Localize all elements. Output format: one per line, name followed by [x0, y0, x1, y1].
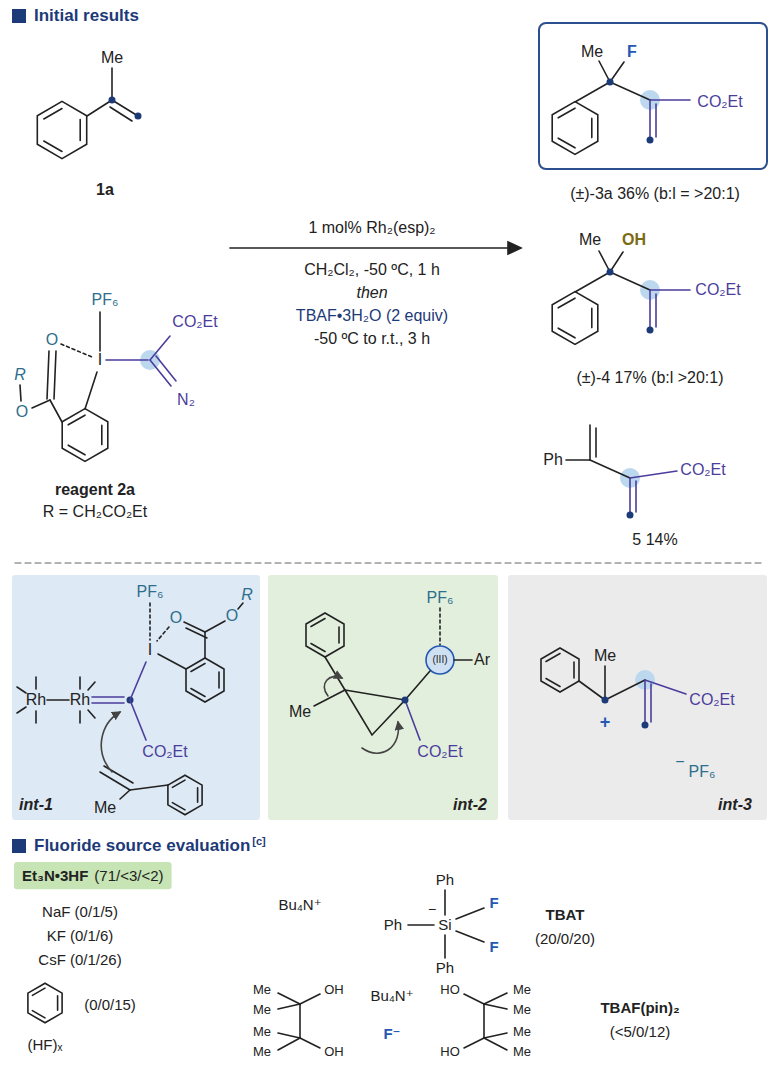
atom-label: O — [46, 331, 58, 349]
atom-label: OH — [324, 983, 344, 998]
atom-label: O — [226, 607, 238, 625]
box-fill — [268, 575, 498, 820]
compound-caption: (±)-3a 36% (b:l = >20:1) — [570, 185, 740, 203]
reagent-name: TBAT — [546, 906, 585, 923]
compound-caption: (±)-4 17% (b:l >20:1) — [576, 369, 723, 387]
atom-label: Ar — [474, 651, 490, 669]
fluoride-source: NaF (0/1/5) — [42, 903, 118, 920]
atom-label: HO — [440, 1045, 460, 1060]
heading-bullet — [12, 839, 26, 853]
compound-number: 1a — [96, 181, 114, 199]
atom-label: PF₆ — [92, 291, 119, 309]
fluoride-source: CsF (0/1/26) — [38, 951, 121, 968]
atom-label: F — [489, 894, 498, 911]
box-fill — [12, 575, 260, 820]
atom-label: R — [241, 586, 253, 604]
atom-label: − — [675, 753, 684, 771]
atom-label: Me — [253, 983, 271, 998]
atom-label: F⁻ — [383, 1025, 400, 1042]
condition: -50 ºC to r.t., 3 h — [314, 330, 430, 348]
atom-label: Me — [253, 1003, 271, 1018]
atom-label: CO₂Et — [689, 691, 734, 709]
atom-label: Me — [581, 43, 603, 61]
atom-label: Me — [253, 1045, 271, 1060]
substituent-note: R = CH₂CO₂Et — [43, 503, 147, 521]
reagent-box: Et₃N•3HF (71/<3/<2) — [14, 862, 172, 889]
atom-label: Rh — [26, 691, 46, 709]
atom-label: Bu₄N⁺ — [278, 896, 321, 913]
atom-label: Ph — [384, 916, 402, 933]
yield-ratio: (71/<3/<2) — [94, 867, 163, 884]
atom-label: Me — [594, 647, 616, 665]
atom-label: Me — [101, 49, 123, 67]
atom-label: Ph — [436, 871, 454, 888]
fluoride-source: KF (0/1/6) — [47, 927, 114, 944]
atom-label: CO₂Et — [680, 461, 725, 479]
atom-label: PF₆ — [137, 583, 164, 601]
compound-caption: 5 14% — [632, 531, 677, 549]
atom-label: − — [428, 901, 436, 917]
atom-label: Bu₄N⁺ — [370, 987, 413, 1004]
atom-label: PF₆ — [427, 589, 454, 607]
atom-label: Me — [289, 703, 311, 721]
compound-number: reagent 2a — [55, 481, 135, 499]
atom-label: CO₂Et — [417, 743, 462, 761]
atom-label: Si — [438, 916, 451, 933]
atom-label: Me — [513, 1025, 531, 1040]
condition: CH₂Cl₂, -50 ºC, 1 h — [304, 261, 440, 279]
atom-label: Me — [253, 1025, 271, 1040]
intermediate-label: int-1 — [19, 796, 53, 814]
intermediate-label: int-2 — [453, 796, 487, 814]
intermediate-box: PF₆ROOIRhRhCO₂EtMeint-1 — [12, 575, 260, 820]
atom-label: I — [98, 351, 102, 369]
atom-label: R — [14, 366, 26, 384]
atom-label: O — [170, 609, 182, 627]
reagent-name: Et₃N•3HF — [22, 867, 88, 884]
atom-label: (HF)ₓ — [28, 1036, 63, 1053]
atom-label: I — [148, 641, 152, 659]
atom-label: + — [600, 712, 611, 733]
box-fill — [14, 862, 172, 889]
yield-ratio: (20/0/20) — [535, 930, 595, 947]
atom-label: PF₆ — [689, 763, 716, 781]
atom-label: N₂ — [177, 391, 195, 409]
condition: TBAF•3H₂O (2 equiv) — [296, 307, 448, 325]
atom-label: OH — [622, 231, 646, 249]
atom-label: (III) — [433, 654, 448, 666]
atom-label: CO₂Et — [697, 93, 742, 111]
intermediate-box: Me + CO₂Et −PF₆int-3 — [508, 575, 767, 820]
atom-label: Me — [513, 1045, 531, 1060]
yield-ratio: (0/0/15) — [84, 996, 136, 1013]
atom-label: Ph — [543, 451, 563, 469]
reagent-name: TBAF(pin)₂ — [600, 999, 679, 1016]
section-heading: Fluoride source evaluation — [34, 836, 250, 856]
atom-label: Me — [94, 799, 116, 817]
atom-label: Me — [579, 231, 601, 249]
atom-label: CO₂Et — [695, 281, 740, 299]
yield-ratio: (<5/0/12) — [610, 1023, 670, 1040]
atom-label: Me — [513, 983, 531, 998]
section-heading: Initial results — [34, 6, 139, 26]
atom-label: CO₂Et — [142, 743, 187, 761]
box-fill — [508, 575, 767, 820]
atom-label: Me — [513, 1003, 531, 1018]
atom-label: HO — [440, 983, 460, 998]
atom-label: Rh — [70, 691, 90, 709]
atom-label: F — [489, 938, 498, 955]
atom-label: OH — [324, 1045, 344, 1060]
atom-label: CO₂Et — [172, 313, 217, 331]
intermediate-label: int-3 — [718, 796, 752, 814]
atom-label: F — [627, 43, 637, 61]
footnote-mark: [c] — [252, 835, 265, 848]
product-box: MeFCO₂Et(±)-3a 36% (b:l = >20:1) — [538, 22, 768, 170]
condition: then — [356, 284, 387, 302]
atom-label: Ph — [436, 959, 454, 976]
atom-label: O — [16, 403, 28, 421]
intermediate-box: PF₆ (III) ArMeCO₂Et int-2 — [268, 575, 498, 820]
heading-bullet — [12, 9, 26, 23]
condition: 1 mol% Rh₂(esp)₂ — [308, 219, 435, 237]
